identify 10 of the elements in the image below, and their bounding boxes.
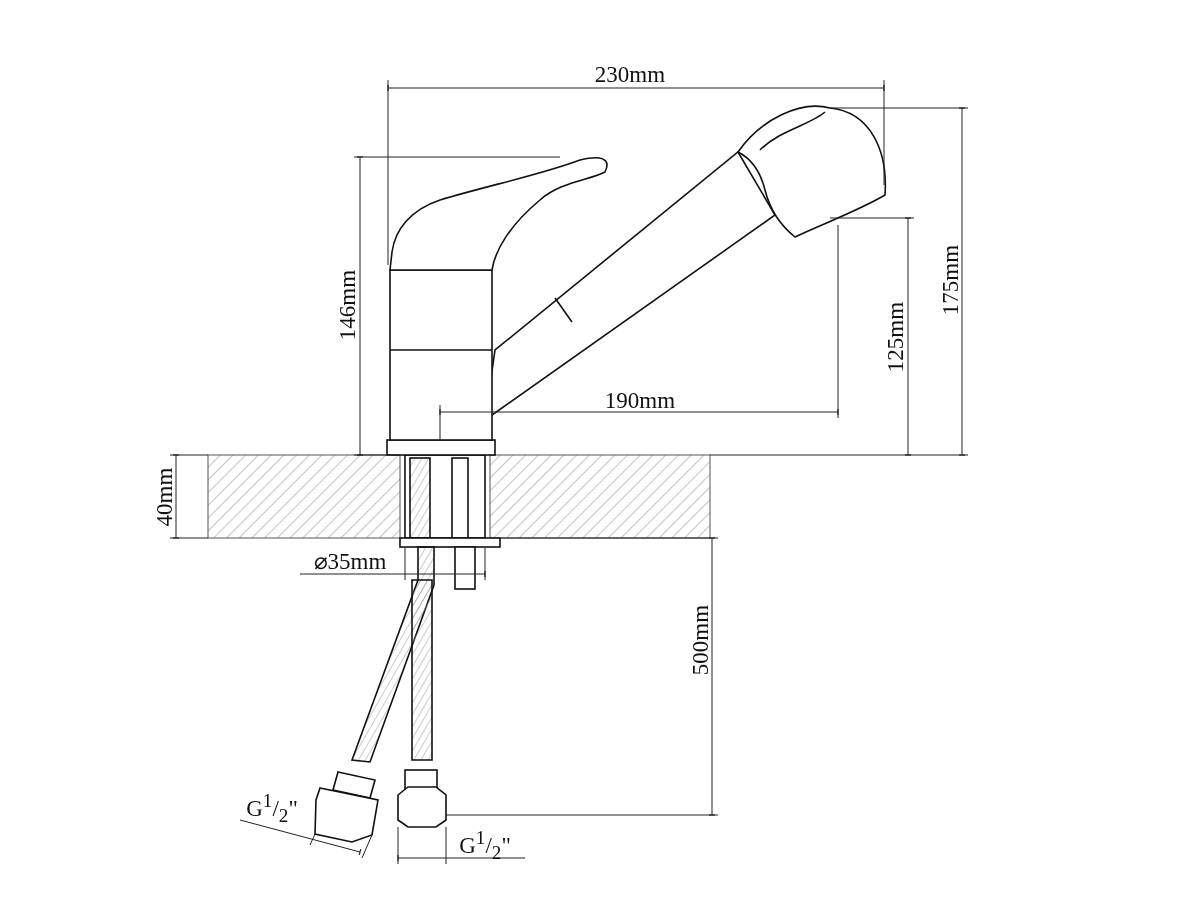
dimension-label: ⌀35mm <box>313 549 387 573</box>
dimension-label: 125mm <box>883 301 907 373</box>
dimension-label: 190mm <box>604 388 676 412</box>
dimension-label: 40mm <box>152 467 176 527</box>
dimension-label: 500mm <box>688 604 712 676</box>
thread-label: G$^{1}$/$_{2}$" <box>459 828 511 862</box>
dimension-label: 146mm <box>335 269 359 341</box>
dimension-label: 230mm <box>594 62 666 86</box>
dimension-label: 175mm <box>938 244 962 316</box>
thread-label: G$^{1}$/$_{2}$" <box>246 791 298 825</box>
